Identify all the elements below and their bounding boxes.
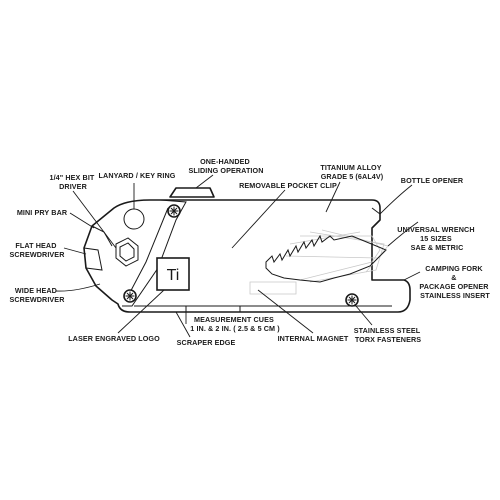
bottle-opener-edge <box>371 207 381 215</box>
label-laser-logo: LASER ENGRAVED LOGO <box>68 334 160 343</box>
torx-screw-bottom-right <box>345 293 359 307</box>
leader-wrench <box>387 221 419 247</box>
label-fork: CAMPING FORK & PACKAGE OPENER STAINLESS … <box>419 264 490 300</box>
leader-magnet <box>257 289 314 334</box>
leader-pocket-clip <box>231 189 286 249</box>
internal-magnet <box>249 281 297 295</box>
label-hex-bit: 1/4" HEX BIT DRIVER <box>49 173 96 191</box>
label-wide-head: WIDE HEAD SCREWDRIVER <box>9 286 65 304</box>
multitool-illustration: Ti <box>83 187 411 313</box>
leader-wide-head <box>55 283 101 292</box>
leader-lines <box>55 174 421 338</box>
leader-torx <box>355 305 373 326</box>
leader-titanium <box>325 181 341 213</box>
hex-bit-inner <box>119 242 135 262</box>
leader-flat-head <box>63 247 87 255</box>
logo-text: Ti <box>167 267 180 284</box>
leader-one-handed <box>195 174 214 189</box>
callout-labels: ONE-HANDED SLIDING OPERATION LANYARD / K… <box>9 157 490 347</box>
label-flat-head: FLAT HEAD SCREWDRIVER <box>9 241 65 259</box>
label-lanyard: LANYARD / KEY RING <box>99 171 176 180</box>
label-one-handed: ONE-HANDED SLIDING OPERATION <box>188 157 263 175</box>
label-titanium: TITANIUM ALLOY GRADE 5 (6AL4V) <box>320 163 383 181</box>
label-wrench: UNIVERSAL WRENCH 15 SIZES SAE & METRIC <box>397 225 476 252</box>
label-magnet: INTERNAL MAGNET <box>278 334 349 343</box>
torx-screw-bottom-left <box>123 289 137 303</box>
label-torx: STAINLESS STEEL TORX FASTENERS <box>354 326 422 344</box>
leader-pry-bar <box>69 212 95 229</box>
flat-head-tip <box>83 247 103 271</box>
torx-screw-top <box>167 204 181 218</box>
label-bottle-opener: BOTTLE OPENER <box>401 176 464 185</box>
sliding-tab <box>169 187 215 198</box>
leader-laser-logo <box>117 289 165 334</box>
hex-bit <box>115 237 139 267</box>
label-pry-bar: MINI PRY BAR <box>17 208 68 217</box>
label-pocket-clip: REMOVABLE POCKET CLIP <box>239 181 337 190</box>
front-plate <box>122 199 187 307</box>
label-scraper: SCRAPER EDGE <box>177 338 236 347</box>
leader-fork <box>403 271 421 281</box>
label-measurement: MEASUREMENT CUES 1 IN. & 2 IN. ( 2.5 & 5… <box>190 315 280 333</box>
leader-bottle-opener <box>379 184 413 215</box>
leader-scraper <box>175 311 191 338</box>
logo-box <box>156 257 190 291</box>
leader-hex-bit <box>72 190 117 249</box>
front-plate-edge <box>125 207 169 301</box>
